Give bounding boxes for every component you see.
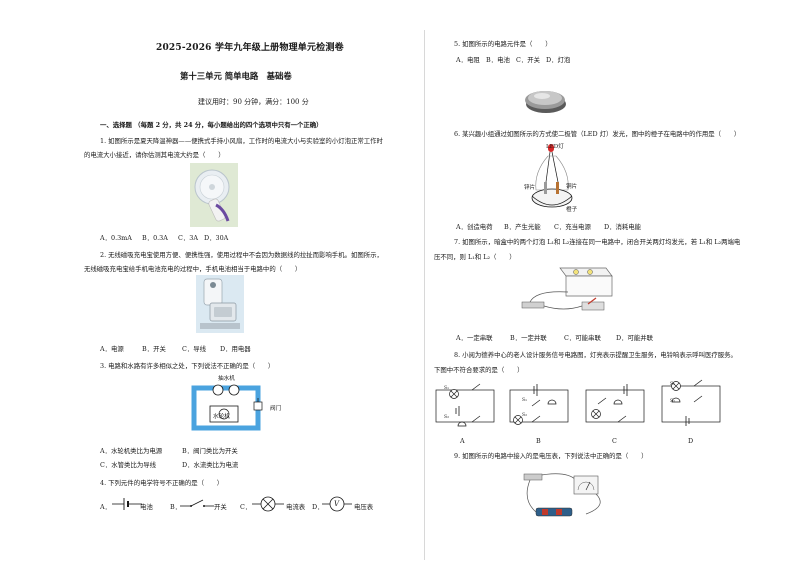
column-divider [424,30,425,560]
q3-option-b: B．阀门类比为开关 [182,447,238,455]
exam-meta: 建议用时：90 分钟，满分：100 分 [198,98,309,106]
q4-option-a-letter: A． [100,503,112,511]
q3-option-a: A．水轮机类比为电源 [100,447,163,455]
q4-option-d-letter: D． [312,503,324,511]
q2-option-a: A．电源 [100,345,124,353]
q7-text-line2: 压不同，则 L₁和 L₂（ ） [434,253,516,261]
q3-option-c: C．水管类比为导线 [100,461,157,469]
coin-cell-battery-image [525,91,566,113]
q6-option-c: C．充当电源 [554,223,591,231]
voltmeter-symbol-icon [322,496,352,512]
battery-symbol-icon [112,498,142,510]
circuit-diagram-d [661,379,721,426]
magnetic-powerbank-image [196,275,244,333]
q8-text-line1: 8. 小阅为德养中心的老人设计服务信号电路图，灯亮表示提醒卫生服务，电铃响表示呼… [454,351,737,359]
q6-option-b: B．产生光能 [504,223,541,231]
q2-option-c: C．导线 [182,345,207,353]
q2-text-line2: 无线磁吸充电宝给手机电池充电的过程中，手机电池相当于电路中的（ ） [84,265,302,273]
q1-option-b: B．0.3A [142,234,168,242]
voltmeter-circuit-image [523,473,601,517]
q5-option-c: C．开关 [516,56,541,64]
q1-text-line2: 的电流大小接近，请你估测其电流大约是（ ） [84,151,225,159]
q8-diagram-label-d: D [688,437,694,445]
q3-text-line1: 3. 电路和水路有许多相似之处，下列说法不正确的是（ ） [100,362,275,370]
circuit-diagram-b [509,384,569,425]
q1-option-a: A．0.3mA [100,234,132,242]
q8-b-switch-s2: S₂ [522,413,527,418]
voltmeter-glyph: V [334,500,340,508]
q4-option-b-label: 开关 [214,503,227,511]
q8-b-switch-s1: S₁ [522,398,527,403]
q6-text-line1: 6. 某兴趣小组通过如图所示的方式使二极管（LED 灯）发光，图中的橙子在电路中… [454,130,741,138]
q6-label-zinc: 锌片 [524,185,536,191]
q4-option-c-letter: C． [240,503,252,511]
q8-a-switch-s2: S₂ [444,415,449,420]
dark-box-circuit-image [521,267,613,311]
q1-option-c: C．3A [178,234,198,242]
q5-option-a: A．电阻 [456,56,480,64]
q8-a-switch-s1: S₁ [444,386,449,391]
q7-text-line1: 7. 如图所示，暗盒中的两个灯泡 L₁和 L₂连接在同一电路中，闭合开关两灯均发… [454,238,741,246]
q5-option-d: D．灯泡 [546,56,571,64]
q8-diagram-label-c: C [612,437,617,445]
q6-label-copper: 铜片 [566,184,578,190]
q7-option-d: D．可能并联 [616,334,654,342]
q6-option-d: D．消耗电能 [604,223,642,231]
q1-option-d: D．30A [204,234,229,242]
q6-label-orange: 橙子 [566,207,578,213]
q7-option-a: A．一定串联 [456,334,493,342]
q3-label-pump: 抽水机 [218,376,235,382]
q2-option-b: B．开关 [142,345,166,353]
q4-option-a-label: 电池 [140,503,153,511]
water-circuit-diagram [191,384,263,431]
lamp-symbol-icon [252,496,284,512]
exam-subtitle: 第十三单元 简单电路 基础卷 [180,71,292,81]
switch-symbol-icon [180,499,214,507]
q8-diagram-label-b: B [536,437,541,445]
q4-option-d-label: 电压表 [354,503,374,511]
q5-text-line1: 5. 如图所示的电路元件是（ ） [454,40,552,48]
circuit-diagram-c [585,384,645,423]
q4-option-b-letter: B． [170,503,182,511]
q9-text-line1: 9. 如图所示的电路中接入的是电压表，下列说法中正确的是（ ） [454,452,648,460]
q8-d-switch-s2: S₂ [670,399,675,404]
q3-label-valve: 阀门 [270,406,282,412]
q4-text-line1: 4. 下列元件的电学符号不正确的是（ ） [100,479,224,487]
q7-option-c: C．可能串联 [564,334,601,342]
q7-option-b: B．一定并联 [510,334,547,342]
q1-text-line1: 1. 如图所示是夏天降温神器——便携式手持小风扇，工作时的电流大小与实验室的小灯… [100,137,383,145]
q4-option-c-label: 电流表 [286,503,306,511]
exam-title: 2025-2026 学年九年级上册物理单元检测卷 [156,43,344,53]
circuit-diagram-a [435,383,495,427]
q8-diagram-label-a: A [460,437,465,445]
q6-label-led: LED灯 [546,144,564,150]
orange-battery-led-image [531,144,573,208]
q6-option-a: A．创造电荷 [456,223,493,231]
q2-text-line1: 2. 无线磁吸充电宝使用方便、便携性强，使用过程中不会因为数据线的拉扯而影响手机… [100,251,383,259]
handheld-fan-image [190,163,238,227]
q8-text-line2: 下图中不符合要求的是（ ） [434,366,524,374]
q5-option-b: B．电池 [486,56,510,64]
q2-option-d: D．用电器 [220,345,251,353]
q3-label-turbine: 水轮机 [213,414,230,420]
section-heading: 一、选择题 （每题 2 分，共 24 分，每小题给出的四个选项中只有一个正确） [100,121,323,129]
q3-option-d: D．水流类比为电流 [182,461,239,469]
q8-d-switch-s1: S₁ [670,382,675,387]
